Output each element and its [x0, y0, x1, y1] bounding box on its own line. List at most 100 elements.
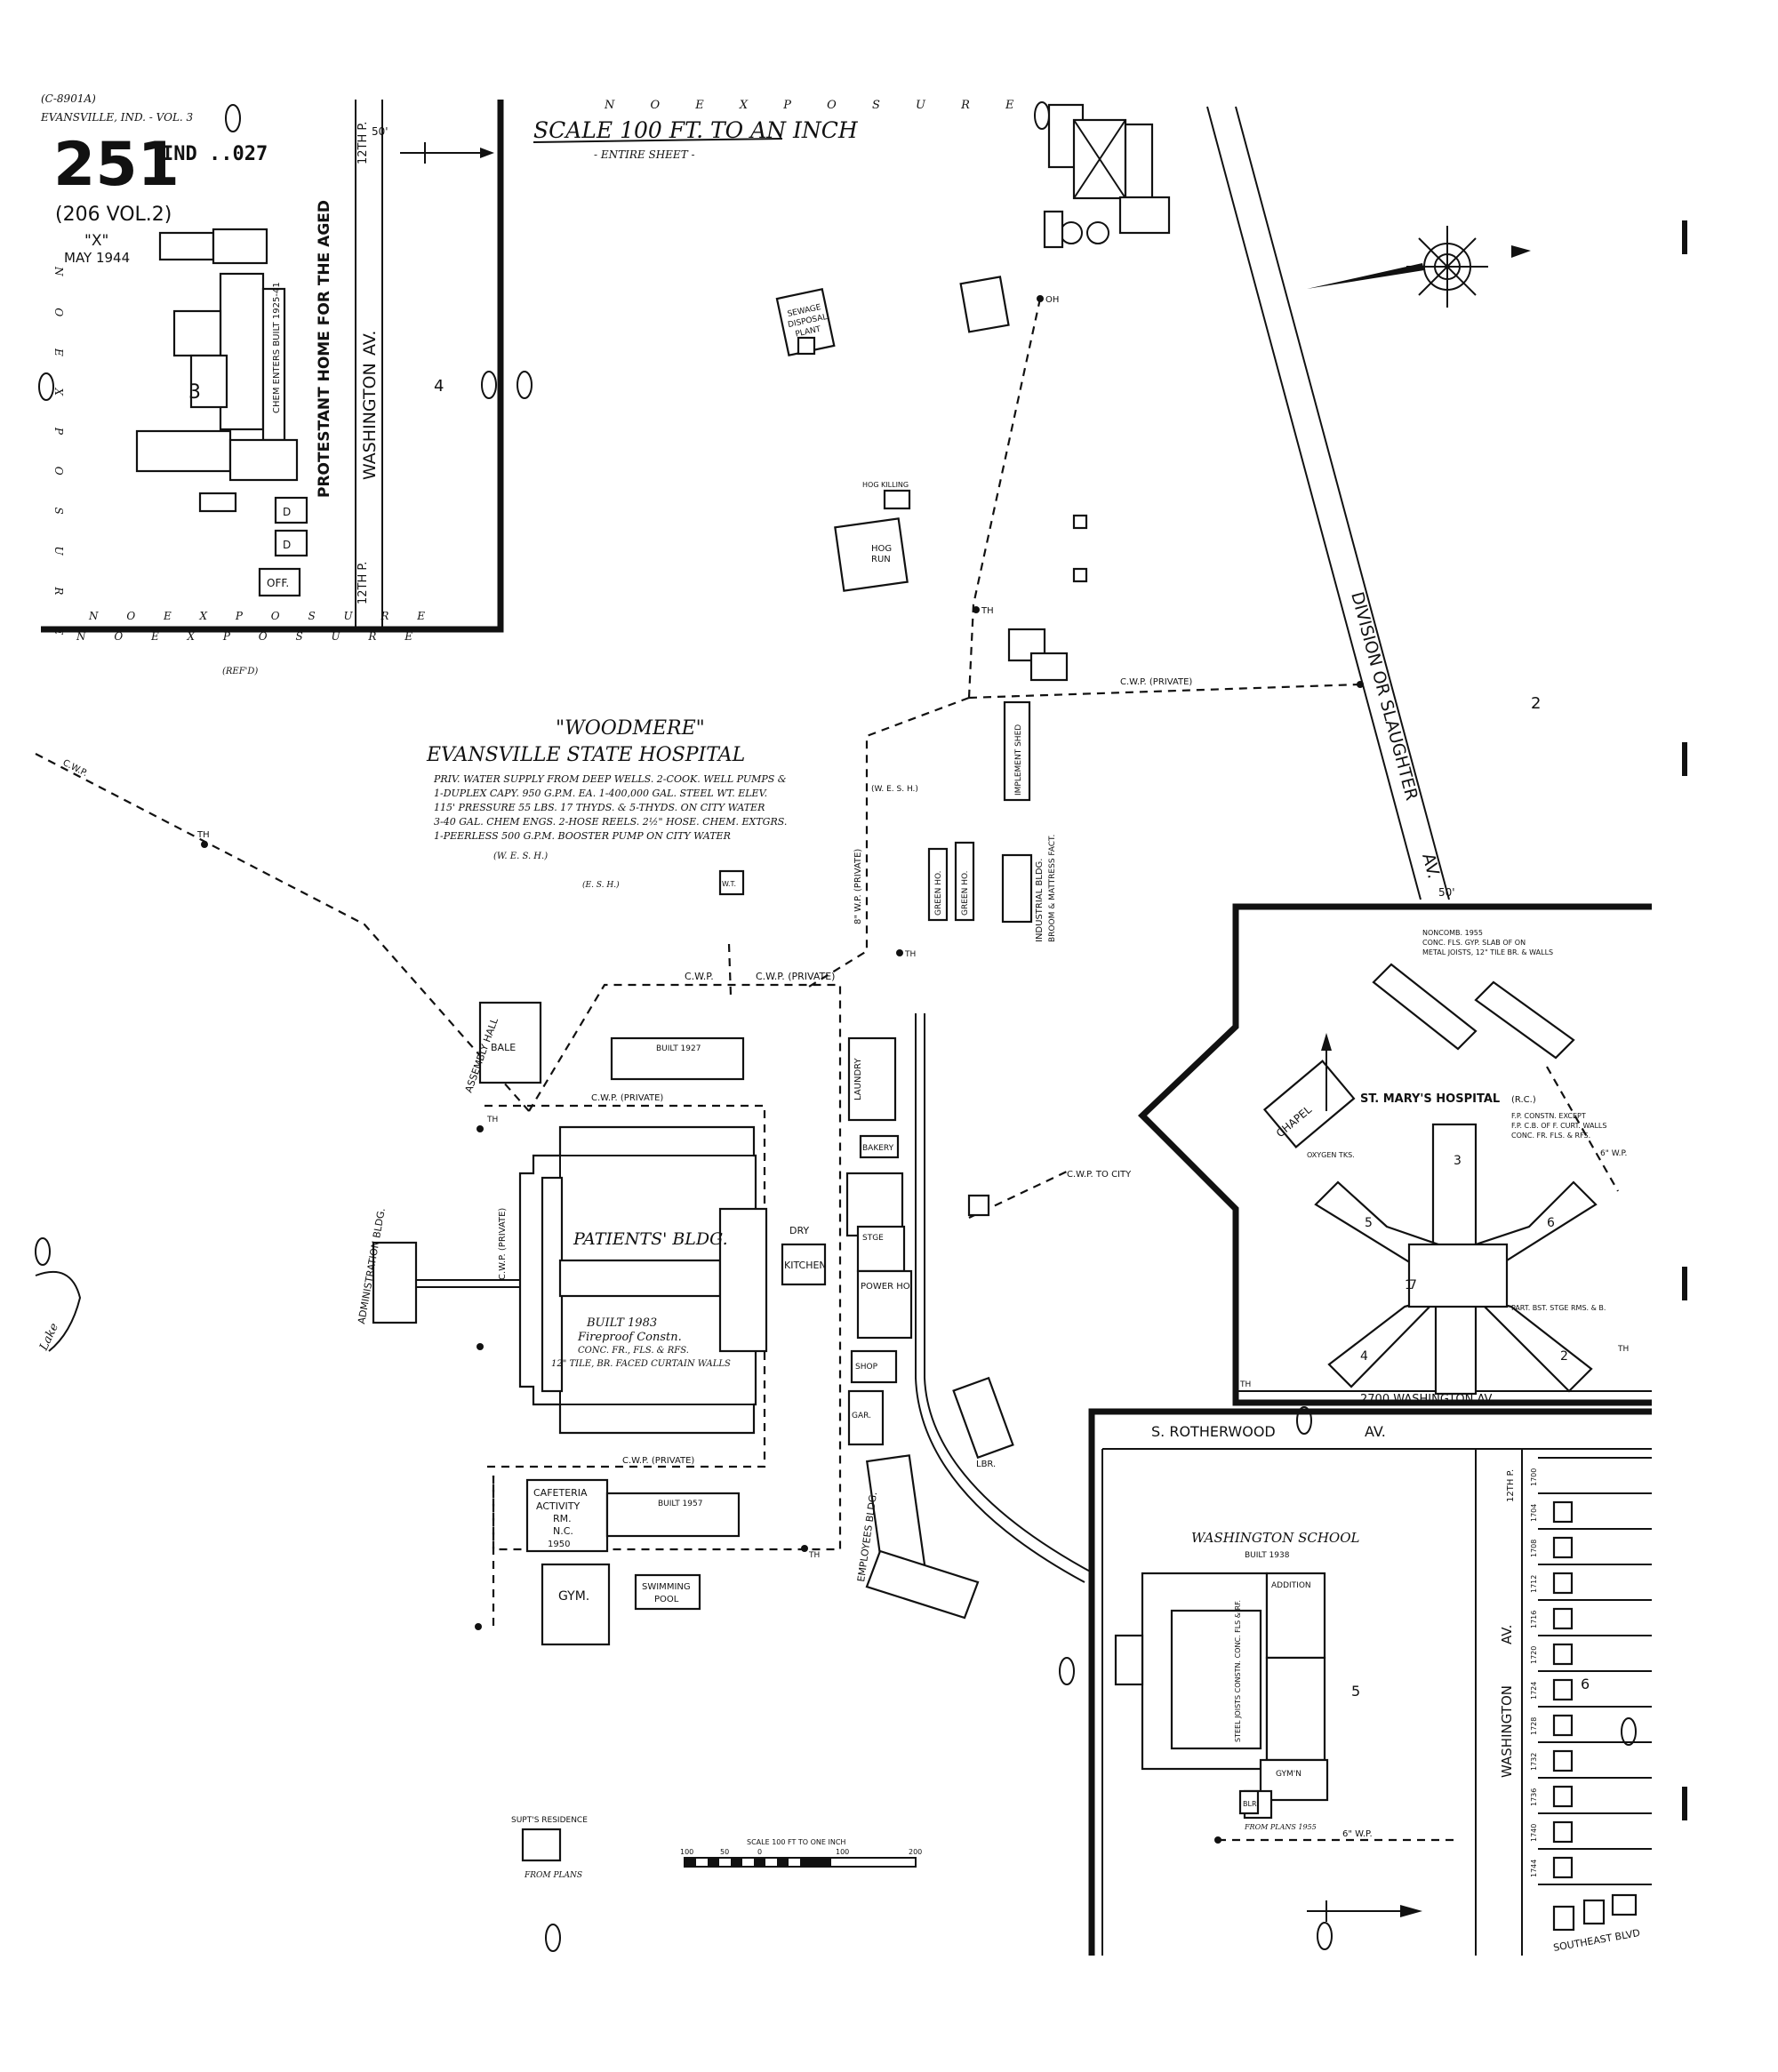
st-marys-name: ST. MARY'S HOSPITAL [1360, 1092, 1500, 1106]
lbr-shed [952, 1376, 1014, 1460]
block-number-6: 6 [1581, 1676, 1590, 1692]
oval-marker [1034, 101, 1050, 130]
washington-right-av: AV. [1499, 1625, 1515, 1644]
st-marys-north-head [1321, 1033, 1332, 1051]
hospital-note-4: 3-40 GAL. CHEM ENGS. 2-HOSE REELS. 2½" H… [434, 816, 787, 828]
hospital-notes-tag: (W. E. S. H.) [493, 852, 548, 861]
oxygen-tanks: OXYGEN TKS. [1307, 1151, 1355, 1159]
hospital-name: EVANSVILLE STATE HOSPITAL [426, 744, 745, 766]
cafeteria-label-2: ACTIVITY [536, 1500, 580, 1512]
st-marys-ne-wing-2 [1474, 980, 1575, 1060]
noncomb-3: METAL JOISTS, 12" TILE BR. & WALLS [1422, 948, 1553, 956]
wesh-tag: (W. E. S. H.) [871, 785, 918, 794]
built-1957-label: BUILT 1957 [658, 1500, 702, 1508]
greenhouse [954, 841, 975, 922]
wt-drop [727, 943, 733, 996]
cafeteria-label-1: CAFETERIA [533, 1487, 588, 1499]
scale-title: SCALE 100 FT. TO AN INCH [533, 117, 859, 143]
division-av-east-edge [1235, 106, 1450, 900]
hog-run-label-1: HOG [871, 544, 892, 554]
address-1728: 1728 [1530, 1717, 1538, 1735]
fp-constn-3: CONC. FR. FLS. & RFS. [1511, 1132, 1590, 1140]
patients-walls: 12" TILE, BR. FACED CURTAIN WALLS [551, 1359, 731, 1369]
hospital-note-5: 1-PEERLESS 500 G.P.M. BOOSTER PUMP ON CI… [434, 830, 731, 842]
x-mark: "X" [84, 232, 108, 250]
inset-block-num: 3 [188, 381, 201, 404]
patients-fireproof: Fireproof Constn. [577, 1331, 682, 1344]
st-marys-floor-6: 6 [1547, 1216, 1555, 1230]
hospital-note-1: PRIV. WATER SUPPLY FROM DEEP WELLS. 2-CO… [433, 773, 787, 785]
address-1704: 1704 [1530, 1504, 1538, 1522]
catalog-ref: (C-8901A) [41, 92, 96, 105]
hog-killing-shed [883, 489, 911, 510]
washington-lots [1538, 1457, 1652, 1932]
address-1716: 1716 [1530, 1611, 1538, 1628]
service-bldg-1927 [610, 1036, 745, 1081]
silo [1060, 221, 1083, 244]
th-label: TH [486, 1116, 498, 1124]
home-construction-note: CHEM ENTERS BUILT 1925-41 [272, 282, 282, 413]
dairy-barn-wing [1124, 123, 1154, 211]
rail-spur-east [924, 1013, 1094, 1574]
laundry-label: LAUNDRY [853, 1058, 863, 1100]
scale-title-underline [533, 138, 783, 143]
inset-auto-shed [274, 496, 308, 524]
hydrant-oh [1357, 681, 1364, 688]
address-1732: 1732 [1530, 1753, 1538, 1771]
st-marys-floor-4: 4 [1360, 1349, 1368, 1364]
hydrant-th [801, 1545, 808, 1552]
supts-residence-label: SUPT'S RESIDENCE [511, 1816, 588, 1825]
washington-right-label: WASHINGTON [1499, 1685, 1515, 1778]
home-annex [189, 354, 228, 409]
assembly-hall [478, 1001, 542, 1084]
patients-east-wing [718, 1207, 768, 1353]
sewage-tank [797, 336, 816, 356]
block-number-5: 5 [1351, 1683, 1360, 1700]
chapel [1262, 1060, 1356, 1148]
cwp-inner-left: C.W.P. (PRIVATE) [498, 1208, 508, 1280]
school-cwp: 6" W.P. [1342, 1829, 1373, 1839]
cafeteria-label-5: 1950 [548, 1540, 570, 1549]
oval-marker [1317, 1922, 1333, 1950]
fp-constn-2: F.P. C.B. OF F. CURT. WALLS [1511, 1122, 1606, 1130]
page-number: 251 [53, 130, 180, 200]
address-1744: 1744 [1530, 1860, 1538, 1877]
address-1720: 1720 [1530, 1646, 1538, 1664]
top-no-exposure: N O E X P O S U R E [604, 99, 1030, 112]
school-court [1170, 1609, 1262, 1750]
school-west-wing [1114, 1634, 1144, 1686]
auto-shed-label: D [283, 506, 291, 518]
lake-shore [35, 1271, 82, 1352]
twelfth-place-label: 12TH P. [356, 122, 370, 164]
home-south-wing [228, 438, 299, 482]
school-boiler-label: BLR. [1243, 1800, 1259, 1808]
water-tower [718, 869, 745, 896]
st-marys-ne-wing [1372, 963, 1478, 1051]
school-built: BUILT 1938 [1245, 1551, 1290, 1560]
th-label: TH [981, 606, 994, 616]
oh-label: OH [1045, 295, 1059, 305]
bakery-label: BAKERY [862, 1144, 894, 1153]
division-av-west-edge [1206, 106, 1422, 900]
st-marys-floor-2: 2 [1560, 1349, 1568, 1364]
school-small [1238, 1789, 1260, 1815]
hydrant-th [973, 606, 980, 613]
from-plans-label: FROM PLANS [524, 1871, 582, 1880]
eight-inch-wp: 8" W.P. (PRIVATE) [853, 849, 863, 924]
th-label: TH [1239, 1380, 1251, 1389]
garage [847, 1389, 885, 1446]
lbr-label: LBR. [976, 1460, 996, 1469]
cwp-to-city-label: C.W.P. TO CITY [1067, 1170, 1132, 1180]
rail-spur-west [915, 1013, 1085, 1583]
southeast-blvd-label: SOUTHEAST BLVD [1552, 1927, 1641, 1954]
oval-marker [1621, 1717, 1637, 1746]
dry-label: DRY [789, 1225, 809, 1236]
city-volume: EVANSVILLE, IND. - VOL. 3 [40, 111, 194, 124]
hydrant-th [477, 1343, 484, 1350]
school-from-plans: FROM PLANS 1955 [1244, 1823, 1317, 1831]
home-wing [158, 231, 215, 261]
rotherwood-av: AV. [1365, 1423, 1386, 1440]
cwp-private-loop: C.W.P. (PRIVATE) [756, 971, 835, 982]
address-1740: 1740 [1530, 1824, 1538, 1842]
address-1724: 1724 [1530, 1682, 1538, 1700]
